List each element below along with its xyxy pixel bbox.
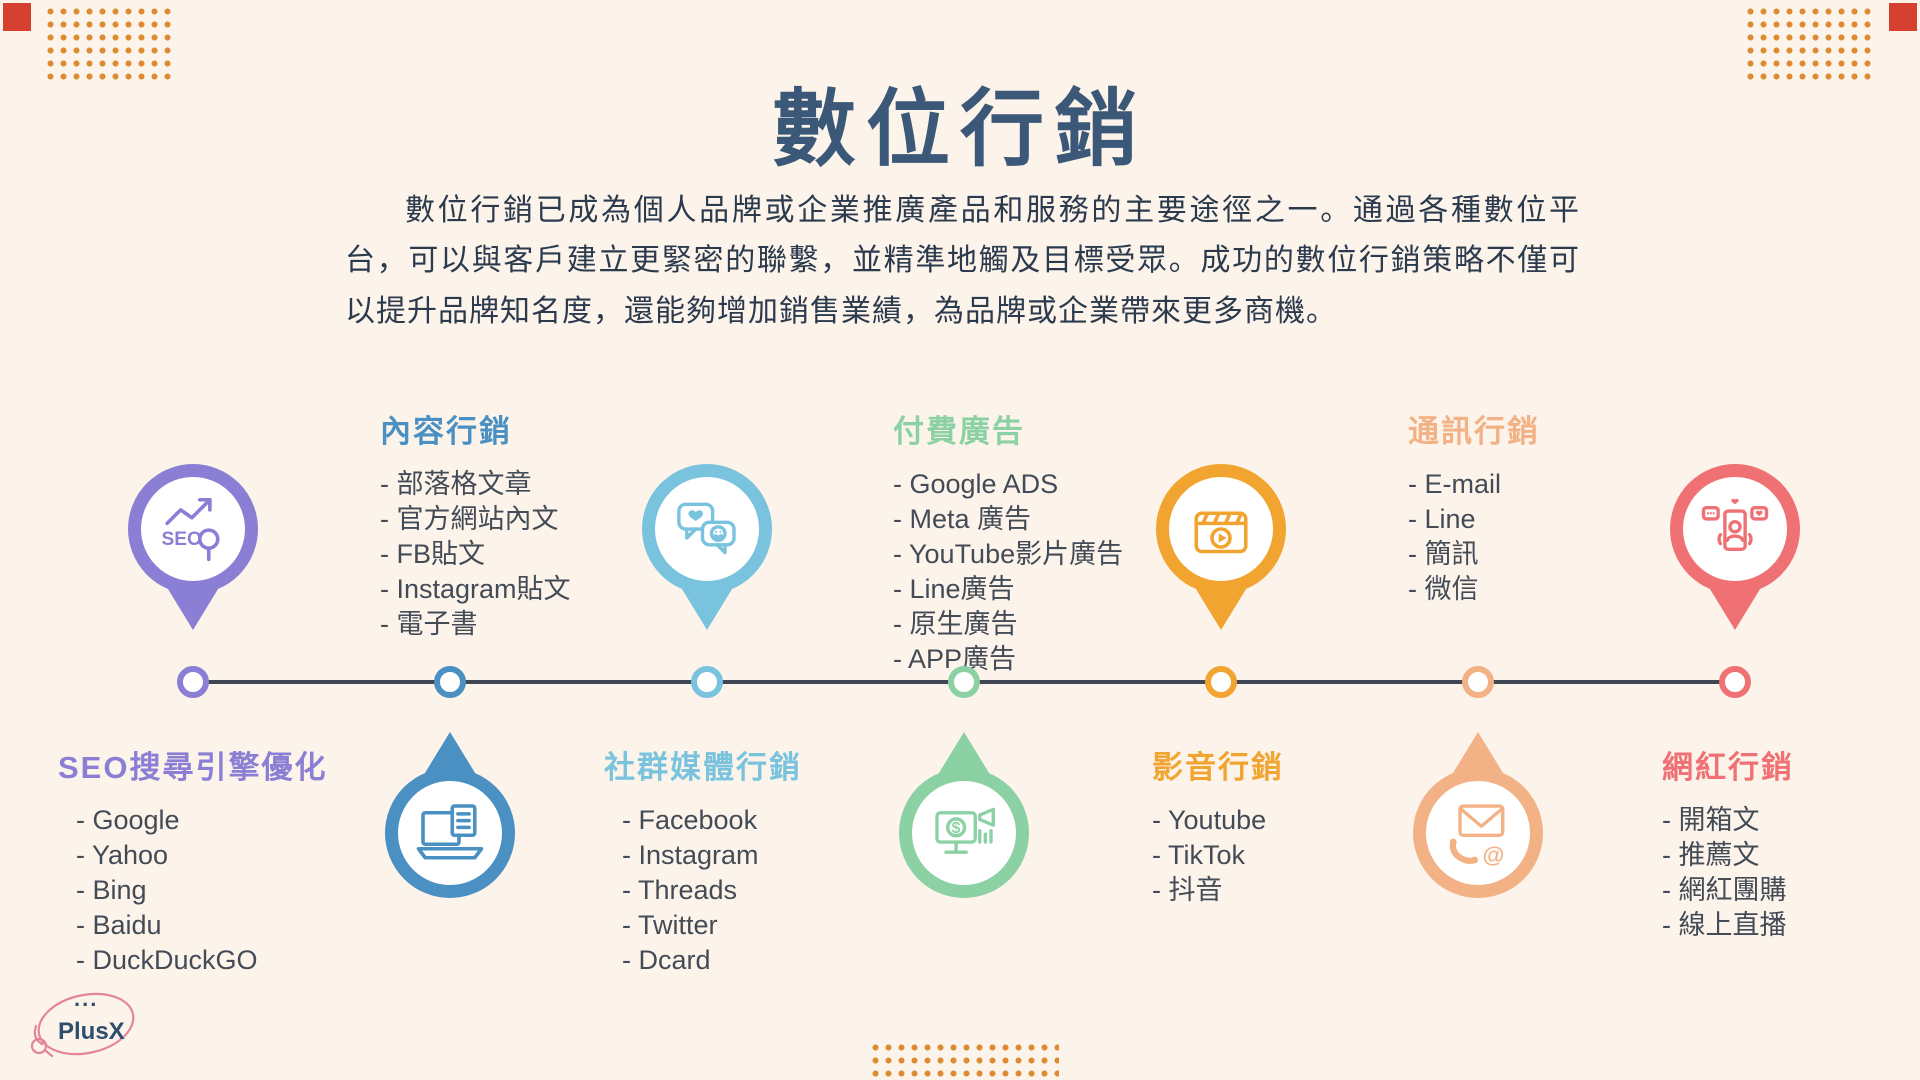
logo-text: PlusX bbox=[58, 1018, 125, 1045]
list-entry: - 推薦文 bbox=[1662, 840, 1760, 870]
list-entry: - Twitter bbox=[622, 910, 718, 940]
category-title: 網紅行銷 bbox=[1662, 750, 1794, 785]
category-list: - Google - Yahoo - Bing - Baidu - DuckDuckGO bbox=[58, 803, 327, 978]
list-entry: - 部落格文章 bbox=[380, 469, 532, 499]
marker-circle bbox=[385, 768, 515, 898]
category-list: - 開箱文 - 推薦文 - 網紅團購 - 線上直播 bbox=[1662, 803, 1794, 943]
marker-paid-ads: $ bbox=[899, 732, 1029, 898]
marker-video bbox=[1156, 464, 1286, 630]
timeline-node bbox=[1719, 666, 1751, 698]
marker-content bbox=[385, 732, 515, 898]
list-entry: - 簡訊 bbox=[1408, 539, 1479, 569]
category-title: 內容行銷 bbox=[380, 414, 512, 449]
svg-text:@: @ bbox=[1483, 842, 1505, 867]
timeline-node bbox=[434, 666, 466, 698]
list-entry: - Google bbox=[76, 805, 180, 835]
marker-circle: SEO bbox=[128, 464, 258, 594]
timeline-node bbox=[691, 666, 723, 698]
logo-swirl-icon bbox=[30, 992, 135, 1058]
list-entry: - Facebook bbox=[622, 805, 758, 835]
list-entry: - Instagram貼文 bbox=[380, 574, 571, 604]
list-entry: - 網紅團購 bbox=[1662, 875, 1787, 905]
marker-seo: SEO bbox=[128, 464, 258, 630]
list-entry: - 開箱文 bbox=[1662, 805, 1760, 835]
category-title: 社群媒體行銷 bbox=[604, 750, 802, 785]
list-entry: - DuckDuckGO bbox=[76, 945, 258, 975]
timeline-node bbox=[177, 666, 209, 698]
marker-circle bbox=[1156, 464, 1286, 594]
list-entry: - Yahoo bbox=[76, 840, 169, 870]
category-list: - Youtube - TikTok - 抖音 bbox=[1152, 803, 1284, 908]
corner-square-right bbox=[1889, 3, 1917, 31]
list-entry: - E-mail bbox=[1408, 469, 1501, 499]
influencer-phone-icon bbox=[1701, 498, 1769, 551]
marker-influencer bbox=[1670, 464, 1800, 630]
list-entry: - 抖音 bbox=[1152, 875, 1223, 905]
category-title: 影音行銷 bbox=[1152, 750, 1284, 785]
marker-circle: @ bbox=[1413, 768, 1543, 898]
list-entry: - 原生廣告 bbox=[893, 609, 1018, 639]
category-messaging: 通訊行銷 - E-mail - Line - 簡訊 - 微信 bbox=[1408, 406, 1540, 607]
list-entry: - APP廣告 bbox=[893, 644, 1017, 674]
list-entry: - Instagram bbox=[622, 840, 759, 870]
category-influencer: 網紅行銷 - 開箱文 - 推薦文 - 網紅團購 - 線上直播 bbox=[1662, 742, 1794, 943]
ads-screen-icon: $ bbox=[935, 807, 995, 854]
category-paid-ads: 付費廣告 - Google ADS- Meta 廣告- YouTube影片廣告-… bbox=[893, 406, 1123, 677]
category-seo: SEO搜尋引擎優化 - Google- Yahoo- Bing- Baidu- … bbox=[58, 742, 327, 978]
timeline-node bbox=[948, 666, 980, 698]
seo-magnifier-icon: SEO bbox=[162, 497, 220, 562]
list-entry: - 電子書 bbox=[380, 609, 478, 639]
marker-messaging: @ bbox=[1413, 732, 1543, 898]
list-entry: - Line bbox=[1408, 504, 1476, 534]
marker-social bbox=[642, 464, 772, 630]
list-entry: - 線上直播 bbox=[1662, 910, 1787, 940]
category-title: 通訊行銷 bbox=[1408, 414, 1540, 449]
plusx-logo: ... PlusX bbox=[22, 972, 146, 1072]
list-entry: - YouTube影片廣告 bbox=[893, 539, 1124, 569]
dot-pattern-top-left bbox=[44, 5, 176, 83]
timeline-node bbox=[1205, 666, 1237, 698]
list-entry: - Youtube bbox=[1152, 805, 1267, 835]
list-entry: - Line廣告 bbox=[893, 574, 1015, 604]
list-entry: - FB貼文 bbox=[380, 539, 485, 569]
svg-text:$: $ bbox=[952, 820, 961, 837]
list-entry: - Threads bbox=[622, 875, 738, 905]
list-entry: - Google ADS bbox=[893, 469, 1059, 499]
category-social: 社群媒體行銷 - Facebook - Instagram - Threads - T… bbox=[604, 742, 802, 978]
list-entry: - Meta 廣告 bbox=[893, 504, 1032, 534]
category-list: - Google ADS - Meta 廣告 - YouTube影片廣告 - Line… bbox=[893, 467, 1123, 677]
list-entry: - 微信 bbox=[1408, 574, 1479, 604]
category-content: 內容行銷 - 部落格文章- 官方網站內文- FB貼文- Instagram貼文-… bbox=[380, 406, 571, 642]
list-entry: - TikTok bbox=[1152, 840, 1246, 870]
corner-square-left bbox=[3, 3, 31, 31]
list-entry: - Dcard bbox=[622, 945, 711, 975]
category-title: 付費廣告 bbox=[893, 414, 1025, 449]
laptop-writing-icon bbox=[416, 804, 484, 860]
page-title: 數位行銷 bbox=[771, 79, 1148, 178]
list-entry: - 官方網站內文 bbox=[380, 504, 559, 534]
mail-phone-icon: @ bbox=[1449, 804, 1505, 867]
intro-paragraph: 數位行銷已成為個人品牌或企業推廣產品和服務的主要途徑之一。通過各種數位平台，可以… bbox=[345, 193, 1580, 329]
category-list: - Facebook - Instagram - Threads - Twitter -… bbox=[604, 803, 802, 978]
category-list: - 部落格文章 - 官方網站內文 - FB貼文 - Instagram貼文 - 電子書 bbox=[380, 467, 571, 642]
marker-circle: $ bbox=[899, 768, 1029, 898]
logo-dots: ... bbox=[74, 986, 99, 1011]
marker-circle bbox=[642, 464, 772, 594]
video-clapper-icon bbox=[1194, 511, 1248, 554]
category-video: 影音行銷 - Youtube - TikTok - 抖音 bbox=[1152, 742, 1284, 908]
marker-circle bbox=[1670, 464, 1800, 594]
list-entry: - Bing bbox=[76, 875, 147, 905]
category-title: SEO搜尋引擎優化 bbox=[58, 750, 328, 785]
timeline-node bbox=[1462, 666, 1494, 698]
chat-bubbles-icon bbox=[677, 502, 736, 555]
dot-pattern-top-right bbox=[1744, 5, 1876, 83]
dot-pattern-bottom bbox=[869, 1041, 1059, 1080]
svg-text:SEO: SEO bbox=[162, 529, 202, 550]
category-list: - E-mail - Line - 簡訊 - 微信 bbox=[1408, 467, 1540, 607]
list-entry: - Baidu bbox=[76, 910, 162, 940]
